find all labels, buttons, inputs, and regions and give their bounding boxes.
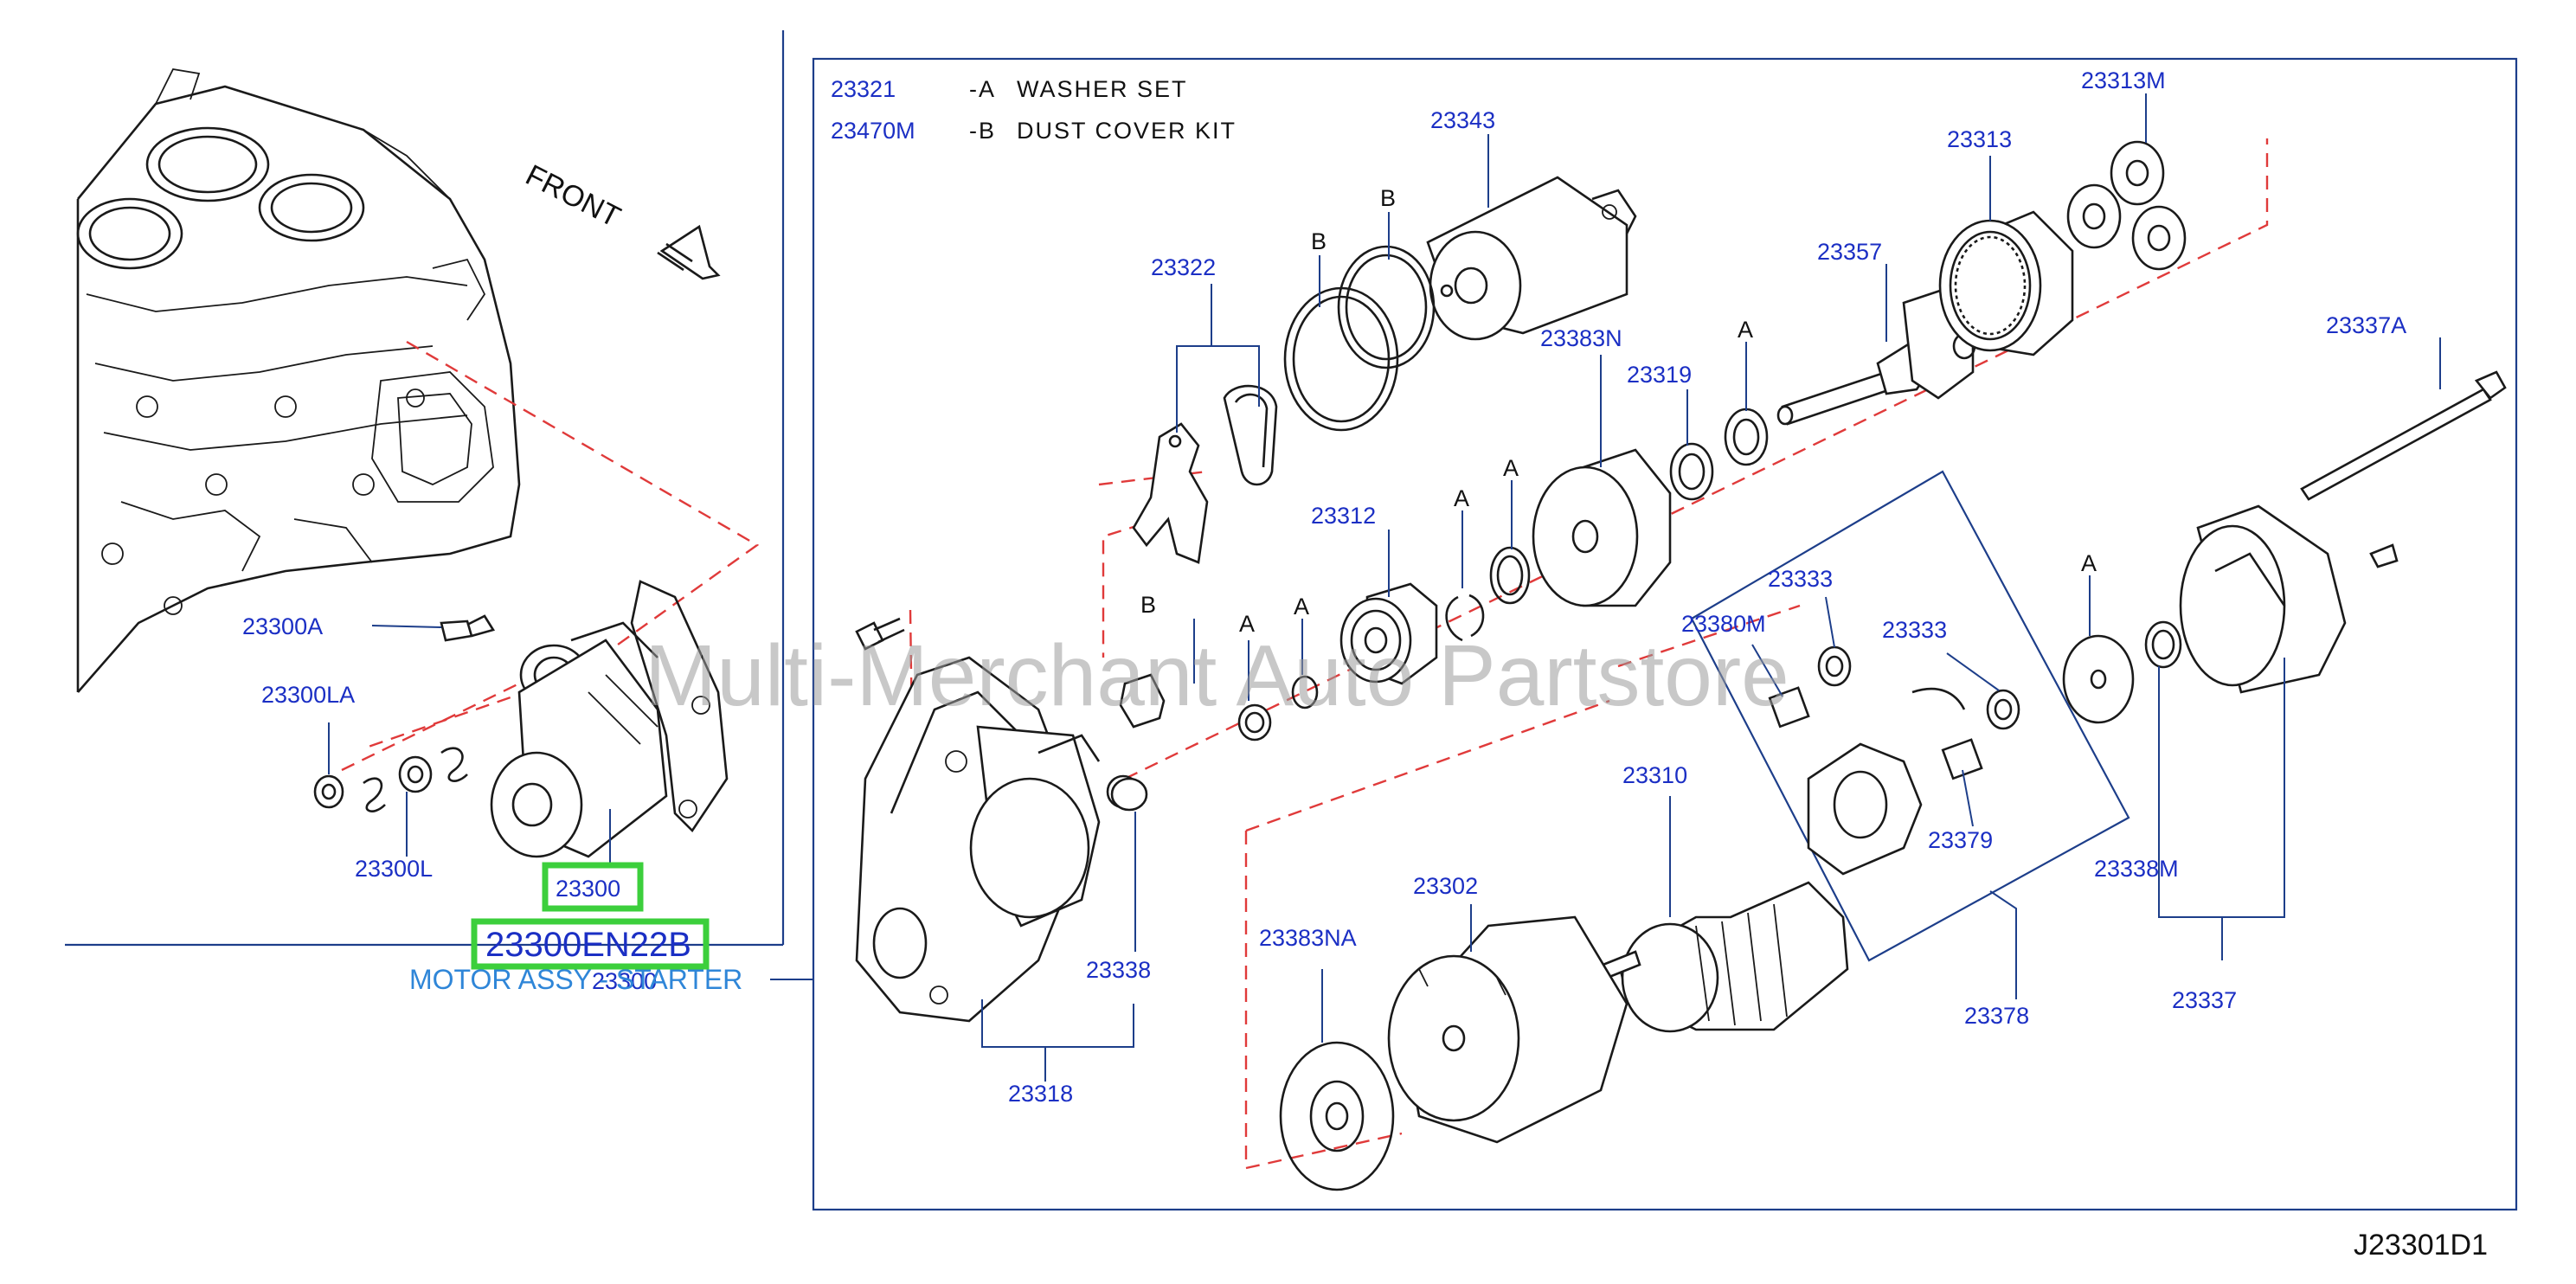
bush-23319-drawing — [1669, 408, 1769, 501]
part-label-23333-b[interactable]: 23333 — [1882, 617, 1947, 643]
washer-letter-markers: B B B A A A A A A — [1140, 185, 2097, 637]
selected-part-callout[interactable]: 23300EN22B 23300 MOTOR ASSY - STARTER — [409, 918, 742, 995]
selected-part-number[interactable]: 23300EN22B — [485, 926, 691, 964]
part-label-23319[interactable]: 23319 — [1627, 362, 1692, 388]
legend-text-washer-set: WASHER SET — [1017, 76, 1188, 102]
part-label-23312[interactable]: 23312 — [1311, 503, 1376, 529]
diagram-frames — [65, 30, 2518, 1211]
marker-a-1: A — [1738, 317, 1753, 343]
part-label-23313[interactable]: 23313 — [1947, 126, 2012, 152]
internal-gear-23313-drawing — [1938, 210, 2074, 356]
part-label-23300[interactable]: 23300 — [556, 876, 620, 902]
solenoid-23343-drawing — [1426, 176, 1637, 341]
part-label-23383n[interactable]: 23383N — [1540, 325, 1622, 351]
part-label-23338[interactable]: 23338 — [1086, 957, 1151, 983]
legend-code-dust-cover-kit: 23470M — [831, 118, 915, 144]
part-label-23337[interactable]: 23337 — [2172, 987, 2237, 1013]
dust-cover-rings-drawing — [1283, 245, 1436, 432]
marker-b-2: B — [1380, 185, 1396, 211]
part-labels: 23343 23313M 23313 23322 23357 23383N 23… — [242, 67, 2406, 1107]
bolt-23300a-drawing — [440, 614, 496, 642]
part-label-23357[interactable]: 23357 — [1817, 239, 1882, 265]
marker-b-3: B — [1140, 592, 1156, 618]
seal-23338-drawing — [1110, 777, 1148, 812]
shift-lever-23322-drawing — [1132, 384, 1278, 564]
marker-a-3: A — [1503, 455, 1519, 481]
legend-code-washer-set: 23321 — [831, 76, 896, 102]
selected-part-description[interactable]: MOTOR ASSY - STARTER — [409, 964, 742, 995]
legend: 23321 -A WASHER SET 23470M -B DUST COVER… — [831, 76, 1237, 144]
front-housing-23318-drawing — [855, 656, 1101, 1023]
front-orientation-indicator: FRONT — [520, 158, 721, 280]
part-label-23300a[interactable]: 23300A — [242, 613, 323, 639]
front-label: FRONT — [520, 158, 626, 234]
dust-cover-small-drawing — [1119, 673, 1166, 729]
end-plate-23383na-drawing — [1279, 1041, 1395, 1191]
washer-drawing — [1489, 546, 1531, 605]
through-bolt-23337a-drawing — [2300, 370, 2507, 501]
legend-letter-a: -A — [969, 76, 996, 102]
housing-bolt-drawing — [855, 617, 905, 651]
planet-gears-23313m-drawing — [2066, 140, 2187, 271]
yoke-23302-drawing — [1387, 915, 1628, 1144]
mount-guide-dashed-line — [363, 340, 760, 750]
gear-housing-23383n-drawing — [1532, 448, 1672, 607]
diagram-id: J23301D1 — [2354, 1229, 2488, 1262]
part-label-23378[interactable]: 23378 — [1964, 1003, 2029, 1029]
snap-ring-drawing — [1445, 594, 1485, 642]
part-label-23300la[interactable]: 23300LA — [261, 682, 355, 708]
front-arrow-tail-icon — [657, 242, 693, 272]
armature-23310-drawing — [1590, 881, 1849, 1033]
part-label-23300-overlap[interactable]: 23300 — [592, 968, 657, 994]
brush-holder-23378-drawing — [1690, 470, 2130, 962]
bolt-guide-dashed-line — [341, 682, 520, 772]
part-label-23302[interactable]: 23302 — [1413, 873, 1478, 899]
exploded-view-frame — [812, 57, 2518, 1211]
part-label-23310[interactable]: 23310 — [1622, 762, 1687, 788]
marker-b-1: B — [1311, 228, 1327, 254]
pinion-gear-23312-drawing — [1339, 582, 1438, 685]
exploded-leaders — [981, 93, 2441, 1082]
part-label-23337a[interactable]: 23337A — [2326, 312, 2406, 338]
legend-text-dust-cover-kit: DUST COVER KIT — [1017, 118, 1237, 144]
part-label-23383na[interactable]: 23383NA — [1259, 925, 1357, 951]
nut-washers-drawing — [313, 747, 468, 812]
highlight-box-23300 — [542, 862, 644, 912]
front-arrow-icon — [659, 224, 721, 280]
bearing-23338m-drawing — [2062, 620, 2182, 724]
engine-block-drawing — [76, 68, 521, 693]
part-label-23343[interactable]: 23343 — [1430, 107, 1495, 133]
part-label-23322[interactable]: 23322 — [1151, 254, 1216, 280]
part-label-23300l[interactable]: 23300L — [355, 856, 433, 882]
part-label-23318[interactable]: 23318 — [1008, 1081, 1073, 1107]
starter-assembly-small-drawing — [490, 580, 729, 858]
highlighted-part-23300[interactable]: 23300 — [542, 862, 644, 912]
part-label-23313m[interactable]: 23313M — [2081, 67, 2166, 93]
legend-letter-b: -B — [969, 118, 996, 144]
part-label-23333-a[interactable]: 23333 — [1768, 566, 1833, 592]
marker-a-5: A — [1294, 594, 1309, 620]
left-panel-leaders — [328, 625, 813, 980]
marker-a-4: A — [1239, 611, 1255, 637]
watermark: Multi-Merchant Auto Partstore — [645, 627, 1789, 724]
rear-cover-23337-drawing — [2179, 504, 2399, 694]
part-label-23338m[interactable]: 23338M — [2094, 856, 2179, 882]
highlight-box-part-number — [471, 918, 710, 970]
marker-a-2: A — [1454, 485, 1469, 511]
part-label-23380m[interactable]: 23380M — [1681, 611, 1766, 637]
part-label-23379[interactable]: 23379 — [1928, 827, 1993, 853]
marker-a-6: A — [2081, 550, 2097, 576]
